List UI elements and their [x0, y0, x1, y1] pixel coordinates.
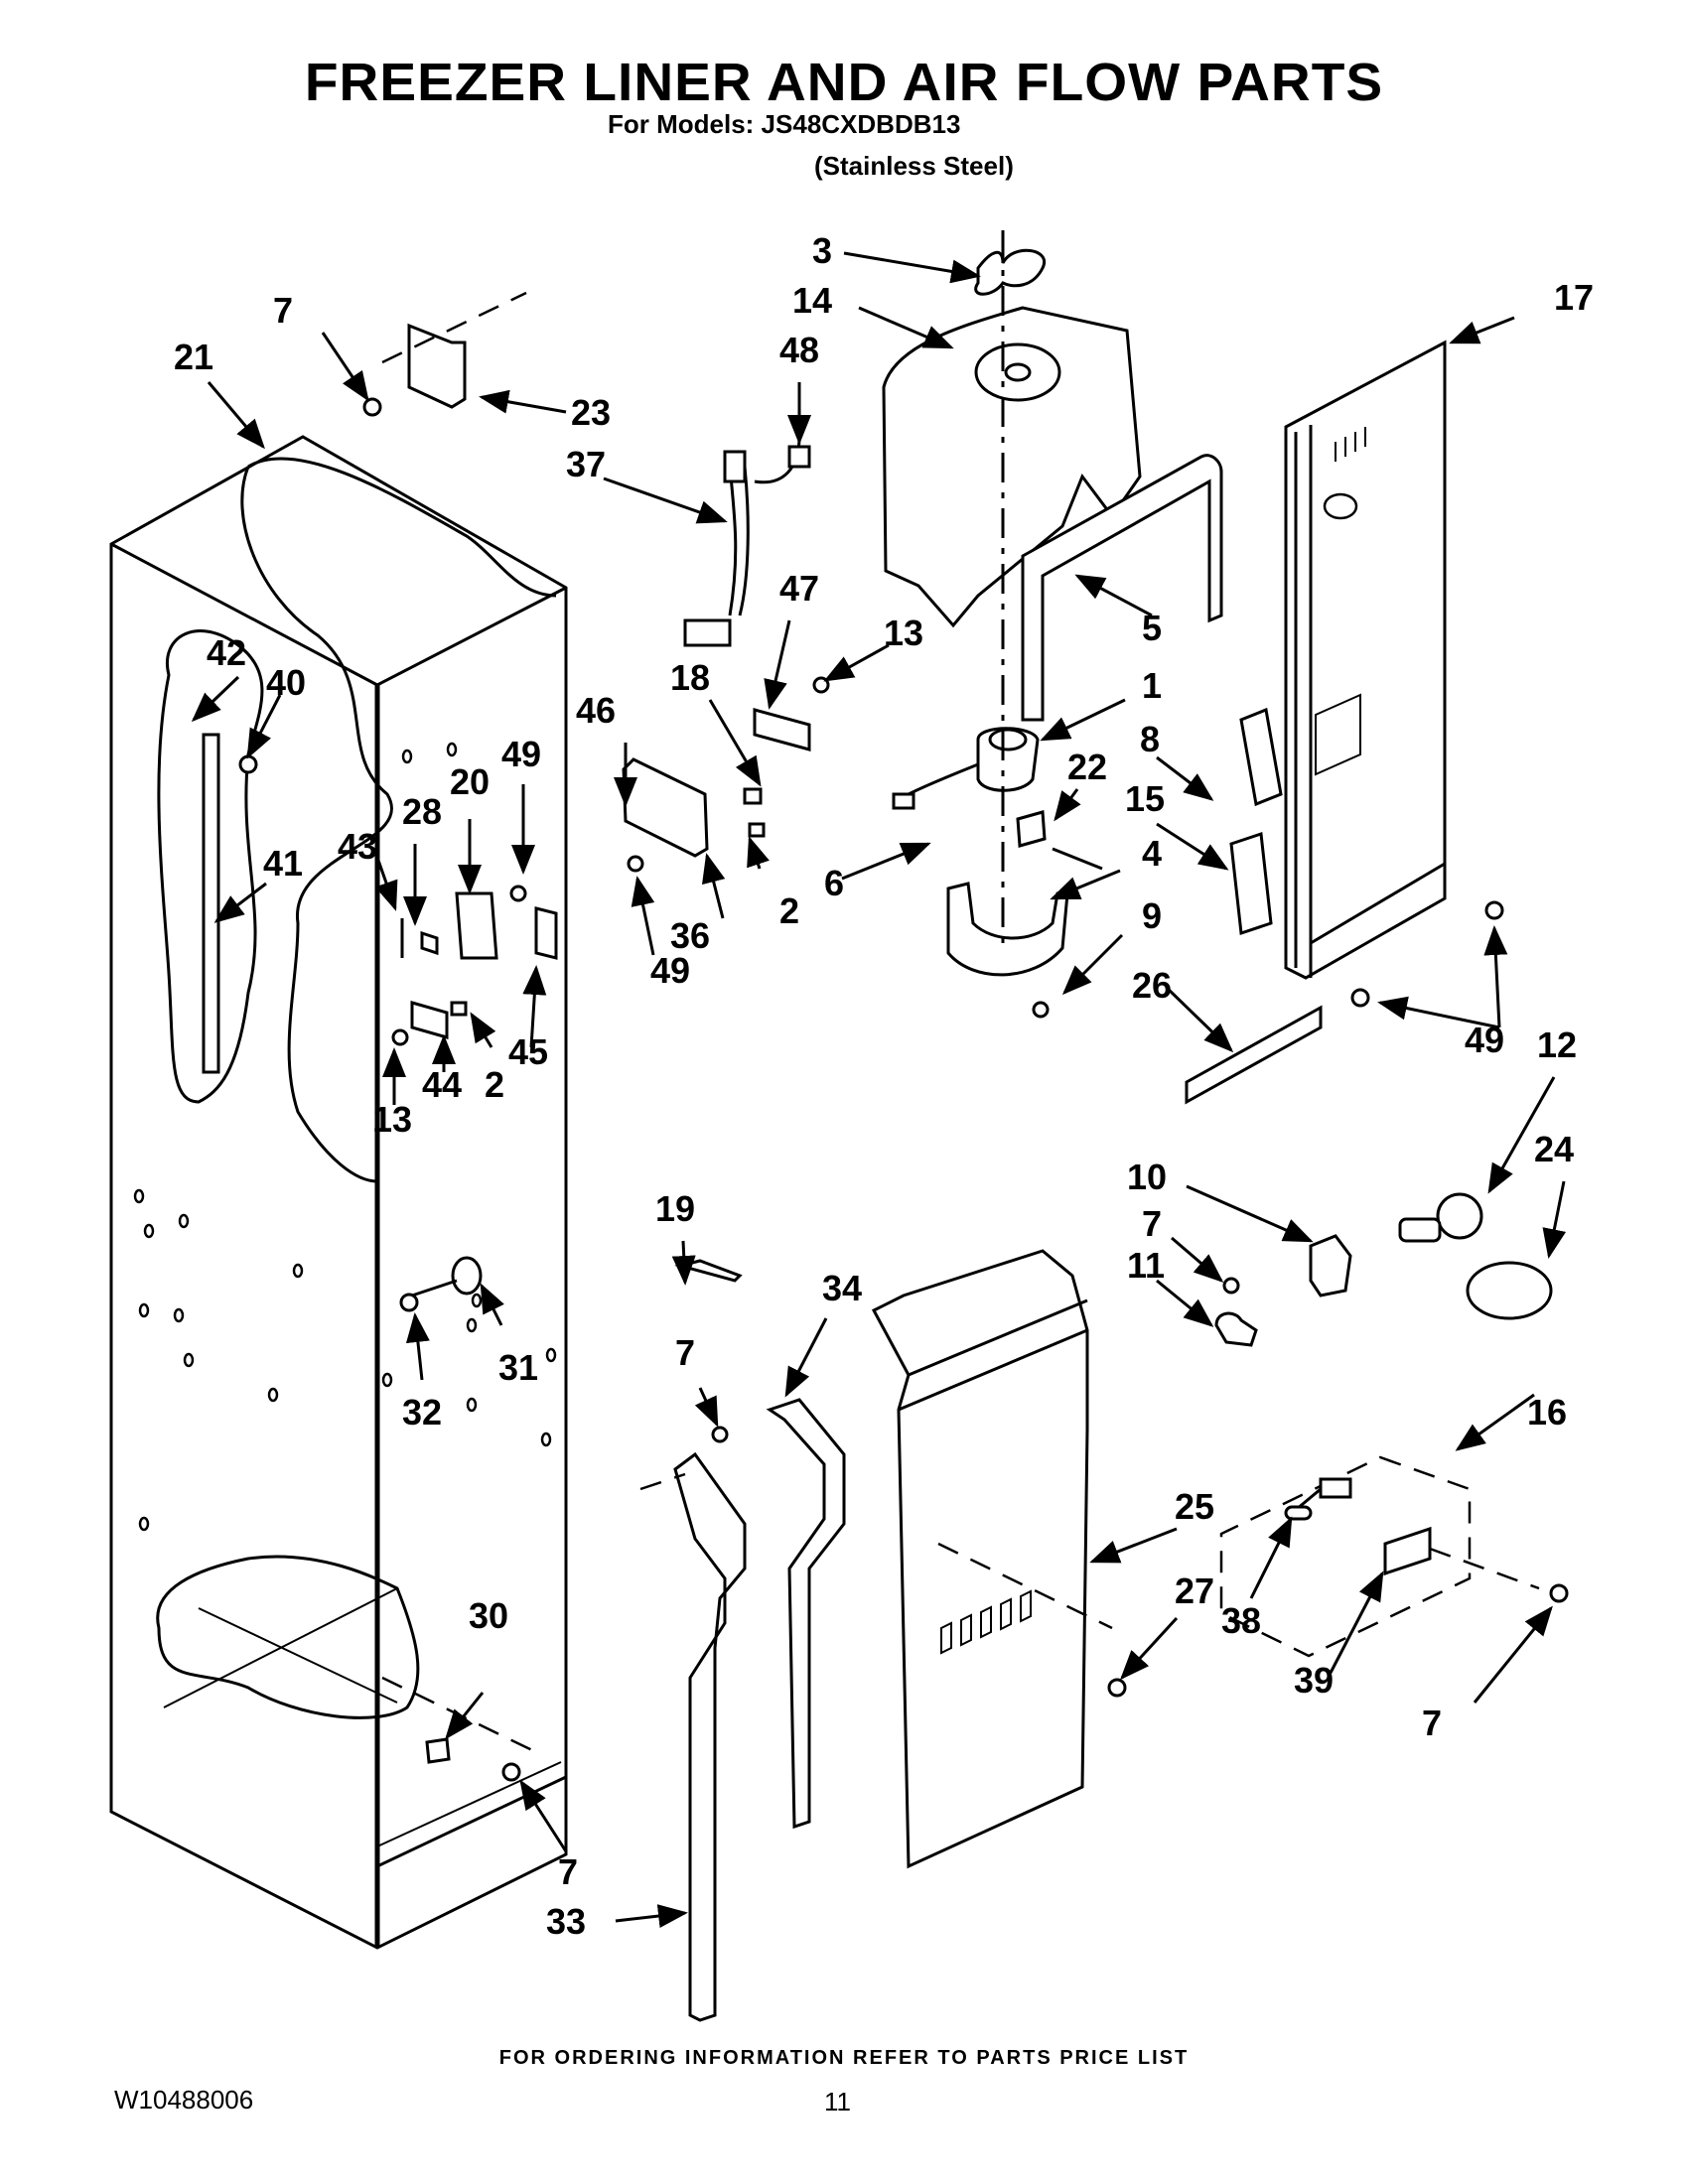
page-number: 11	[824, 2087, 851, 2116]
callout-2: 2	[779, 890, 800, 931]
callout-6: 6	[824, 863, 845, 903]
light-socket-10	[1309, 1234, 1352, 1297]
callout-13: 13	[884, 613, 924, 653]
air-duct-cover	[871, 1249, 1113, 1869]
callout-11: 11	[1127, 1245, 1166, 1286]
callout-32: 32	[402, 1392, 443, 1433]
wire-harness-37	[683, 436, 811, 647]
model-variant: (Stainless Steel)	[814, 151, 1014, 181]
callout-33: 33	[546, 1901, 587, 1942]
ordering-note: FOR ORDERING INFORMATION REFER TO PARTS …	[498, 2047, 1190, 2069]
grommet-31	[451, 1256, 483, 1296]
callout-31: 31	[498, 1347, 539, 1388]
cover-36	[622, 757, 709, 858]
grommet-2b	[450, 1001, 468, 1017]
clip-28	[420, 930, 439, 956]
callout-40: 40	[266, 662, 307, 703]
callout-7-c: 7	[675, 1332, 696, 1373]
socket-18	[743, 787, 763, 805]
callout-49-c: 49	[1465, 1020, 1505, 1060]
callout-43: 43	[338, 826, 378, 867]
callout-36: 36	[670, 915, 711, 956]
callout-21: 21	[174, 337, 214, 377]
callout-14: 14	[792, 280, 833, 321]
gasket-34	[766, 1398, 846, 1830]
sensor-39	[1383, 1526, 1432, 1576]
callout-9: 9	[1142, 895, 1163, 936]
callout-42: 42	[207, 632, 247, 673]
callout-39: 39	[1294, 1660, 1335, 1701]
side-rail-33	[673, 1451, 747, 2022]
callout-19: 19	[655, 1188, 696, 1229]
clip-30	[425, 1737, 451, 1764]
kit-16-outline	[1219, 1455, 1472, 1658]
freezer-liner	[109, 435, 568, 1950]
callout-20: 20	[450, 761, 491, 802]
motor-bracket	[946, 882, 1069, 977]
callout-4: 4	[1142, 833, 1163, 874]
diagram-title: FREEZER LINER AND AIR FLOW PARTS	[304, 53, 1384, 112]
bracket-15	[1229, 831, 1273, 936]
callout-46: 46	[576, 690, 617, 731]
leader-arrows	[191, 251, 1567, 1928]
callout-7: 7	[273, 290, 294, 331]
callout-37: 37	[566, 444, 607, 484]
tape-19	[674, 1259, 743, 1283]
callout-34: 34	[822, 1268, 863, 1308]
callout-28: 28	[402, 791, 443, 832]
callout-30: 30	[469, 1595, 509, 1636]
grommet-2a	[748, 822, 766, 838]
rear-air-panel	[1284, 340, 1447, 980]
callout-22: 22	[1067, 747, 1108, 787]
thermistor-38	[1284, 1477, 1352, 1521]
callout-15: 15	[1125, 778, 1166, 819]
callout-45: 45	[508, 1031, 549, 1072]
callout-18: 18	[670, 657, 711, 698]
clip-45	[534, 906, 558, 960]
callout-17: 17	[1554, 277, 1595, 318]
light-shield-24	[1466, 1261, 1553, 1320]
evaporator-fan-motor	[892, 727, 1040, 810]
callout-1: 1	[1142, 665, 1163, 706]
callout-41: 41	[263, 843, 304, 884]
bracket-23	[407, 323, 467, 409]
callout-23: 23	[571, 392, 612, 433]
callout-3: 3	[812, 230, 833, 271]
models-line: For Models: JS48CXDBDB13	[608, 109, 961, 139]
callout-49: 49	[501, 734, 542, 774]
callout-48: 48	[779, 330, 820, 370]
motor-strap-6	[1052, 847, 1103, 871]
callout-24: 24	[1534, 1129, 1575, 1169]
callout-5: 5	[1142, 608, 1163, 648]
light-bulb-12	[1398, 1192, 1483, 1243]
control-board-47	[753, 708, 811, 751]
callout-8: 8	[1140, 719, 1161, 759]
bracket-8	[1239, 707, 1283, 807]
callout-12: 12	[1537, 1024, 1578, 1065]
callout-49-b: 49	[650, 950, 691, 991]
callout-13-b: 13	[372, 1099, 413, 1140]
bottom-bracket	[1185, 1005, 1323, 1105]
shroud-gasket	[1021, 454, 1223, 722]
callout-7-e: 7	[558, 1851, 579, 1892]
document-number: W10488006	[114, 2085, 254, 2115]
callout-2-b: 2	[485, 1064, 505, 1105]
callout-25: 25	[1175, 1486, 1215, 1527]
callout-16: 16	[1527, 1392, 1568, 1433]
fan-blade	[974, 248, 1047, 296]
callout-7-d: 7	[1422, 1703, 1443, 1743]
screws	[238, 397, 1569, 1782]
foam-pad-22	[1016, 810, 1047, 848]
callout-26: 26	[1132, 965, 1173, 1006]
callout-44: 44	[422, 1064, 463, 1105]
callout-47: 47	[779, 568, 820, 609]
clamp-11	[1214, 1311, 1258, 1347]
housing-20	[455, 891, 498, 960]
callout-7-b: 7	[1142, 1203, 1163, 1244]
callout-10: 10	[1127, 1157, 1168, 1197]
fan-shroud	[882, 306, 1142, 628]
callout-38: 38	[1221, 1600, 1262, 1641]
callout-27: 27	[1175, 1570, 1215, 1611]
